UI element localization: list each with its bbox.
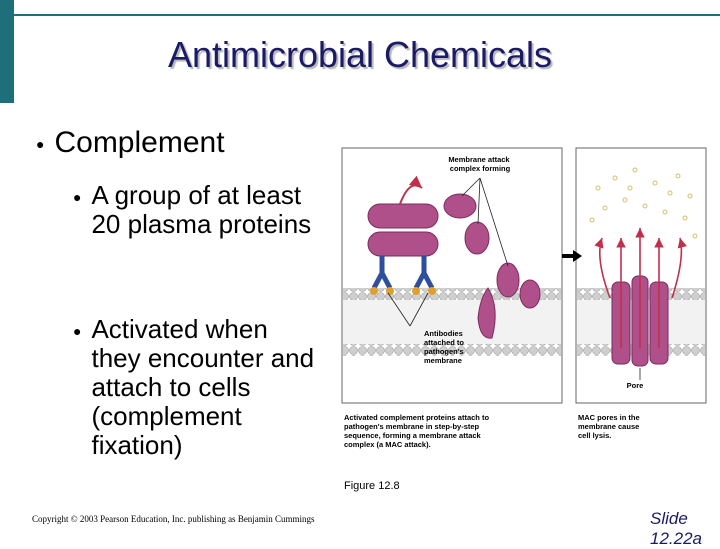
copyright-notice: Copyright © 2003 Pearson Education, Inc.… — [32, 514, 315, 524]
cell-content-particles — [589, 167, 698, 239]
bullet-complement: ● Complement — [36, 126, 225, 160]
label-mac: Membrane attack complex forming — [448, 155, 511, 173]
arrow-icon — [399, 175, 423, 205]
complement-protein-stack — [367, 203, 439, 257]
sub-bullet-1-text: A group of at least 20 plasma proteins — [91, 180, 312, 239]
bullet-dot-icon: ● — [73, 322, 82, 339]
title-rule — [14, 14, 720, 16]
label-leader-lines — [387, 177, 509, 327]
membrane-inner-layer — [343, 344, 561, 356]
figure-caption-left: Activated complement proteins attach to … — [344, 413, 491, 449]
membrane-core — [343, 300, 561, 344]
accent-bar — [0, 0, 14, 103]
sub-bullet-2-text: Activated when they encounter and attach… — [91, 314, 315, 460]
label-antibodies: Antibodies attached to pathogen's membra… — [424, 329, 466, 365]
bullet-dot-icon: ● — [73, 188, 82, 205]
complement-figure: Membrane attack complex forming Antibodi… — [341, 147, 707, 449]
antibody-icon — [371, 256, 435, 290]
transition-arrow-head-icon — [573, 250, 582, 262]
complement-protein-ovals — [443, 193, 541, 339]
slide-title: Antimicrobial Chemicals — [167, 34, 553, 75]
lysis-arrows — [594, 228, 687, 348]
bullet-dot-icon: ● — [36, 136, 45, 153]
antibody-binding-sites — [370, 287, 436, 295]
bullet-complement-text: Complement — [54, 126, 225, 159]
figure-number: Figure 12.8 — [344, 480, 400, 492]
sub-bullet-2: ● Activated when they encounter and attac… — [73, 315, 321, 460]
figure-caption-right: MAC pores in the membrane cause cell lys… — [578, 413, 642, 440]
sub-bullet-1: ● A group of at least 20 plasma proteins — [73, 181, 321, 239]
label-pore: Pore — [627, 381, 644, 390]
slide-number: Slide 12.22a — [650, 509, 702, 548]
